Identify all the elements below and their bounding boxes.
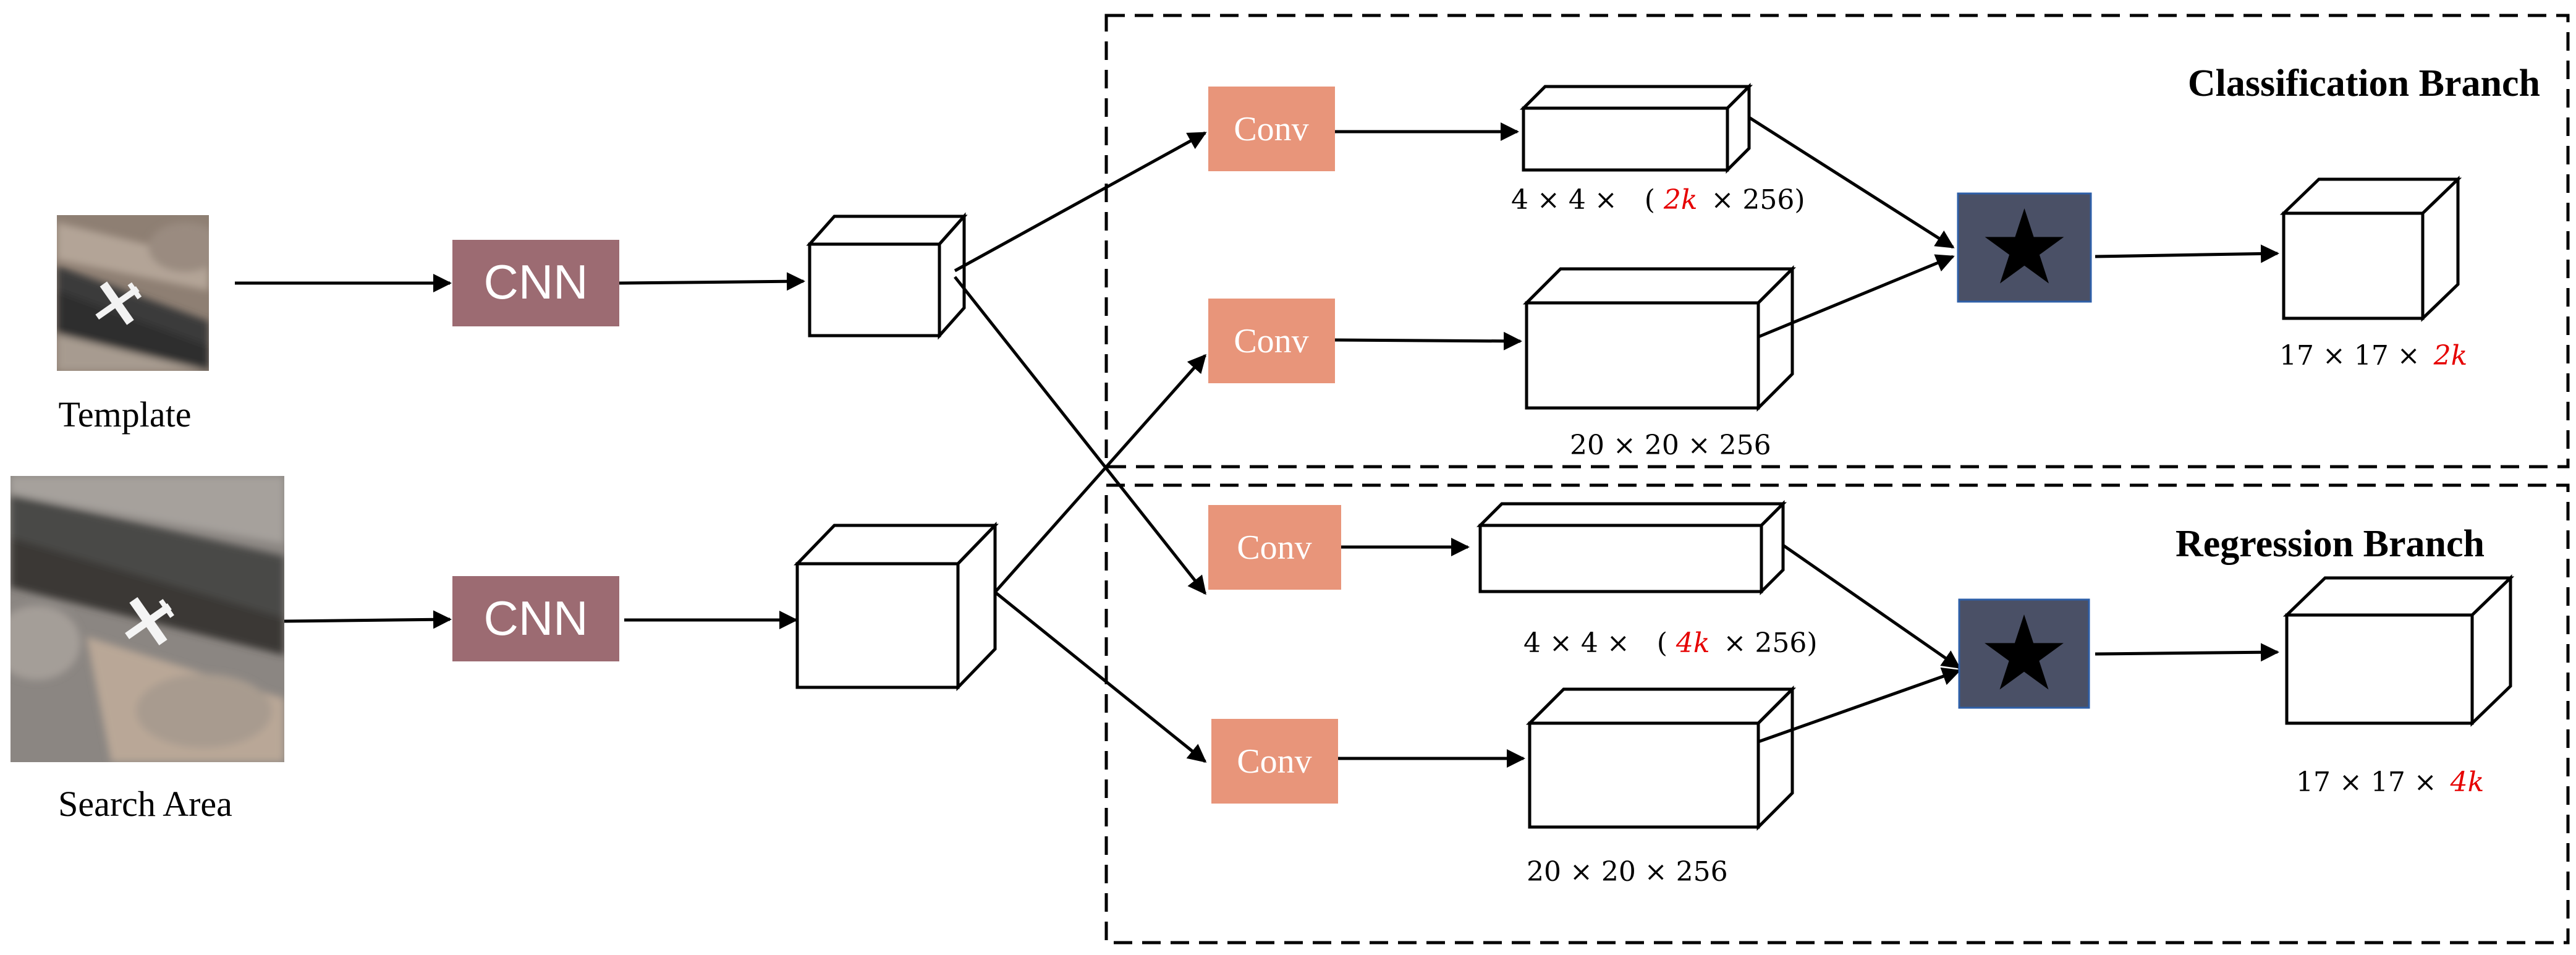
cnn-bottom-box: CNN xyxy=(452,576,619,661)
arrow-template-to-reg-conv xyxy=(954,276,1206,595)
reg-search-conv-label: Conv xyxy=(1237,742,1311,781)
cls-kernel-cube xyxy=(1519,82,1753,174)
arrow-search-to-cnn xyxy=(284,610,452,629)
cls-output-dim: 17 × 17 × 2k xyxy=(2279,340,2467,371)
cnn-top-label: CNN xyxy=(484,255,588,309)
reg-output-cube xyxy=(2282,574,2515,727)
reg-output-dim: 17 × 17 × 4k xyxy=(2296,766,2484,798)
reg-search-conv-box: Conv xyxy=(1211,719,1338,804)
regression-branch-title: Regression Branch xyxy=(2176,523,2485,565)
search-feature-cube xyxy=(794,521,999,692)
reg-kernel-cube xyxy=(1476,499,1787,596)
arrow-cls-kernel-to-star xyxy=(1748,116,1955,249)
search-area-image xyxy=(11,476,284,762)
arrow-cls-conv-to-search xyxy=(1334,331,1522,350)
reg-kernel-conv-box: Conv xyxy=(1208,505,1341,590)
template-image xyxy=(57,215,209,371)
cls-kernel-conv-label: Conv xyxy=(1234,110,1308,148)
arrow-search-to-cls-conv xyxy=(994,354,1206,593)
template-label: Template xyxy=(59,394,192,435)
star-icon xyxy=(1985,208,2064,284)
reg-search-cube xyxy=(1525,685,1797,831)
arrow-cnn-top-to-feature xyxy=(619,272,805,291)
reg-correlation-box xyxy=(1958,598,2090,709)
arrow-reg-kernel-to-star xyxy=(1782,543,1961,669)
arrow-template-to-cls-conv xyxy=(954,131,1207,273)
reg-kernel-dim: 4 × 4 × ( 4k × 256) xyxy=(1523,627,1818,659)
cnn-bottom-label: CNN xyxy=(484,591,588,645)
cls-search-cube xyxy=(1522,265,1797,412)
reg-search-dim: 20 × 20 × 256 xyxy=(1527,856,1728,888)
template-feature-cube xyxy=(806,212,968,340)
cls-kernel-dim: 4 × 4 × ( 2k × 256) xyxy=(1511,184,1805,216)
cls-kernel-conv-box: Conv xyxy=(1208,87,1335,171)
arrow-cls-star-to-output xyxy=(2095,244,2279,263)
cnn-top-box: CNN xyxy=(452,240,619,326)
cls-search-conv-label: Conv xyxy=(1234,322,1308,360)
arrow-search-to-reg-conv xyxy=(994,591,1207,763)
classification-branch-region xyxy=(1104,14,2570,469)
cls-correlation-box xyxy=(1957,192,2092,303)
arrow-reg-star-to-output xyxy=(2095,643,2279,662)
search-area-label: Search Area xyxy=(58,784,232,824)
cls-search-dim: 20 × 20 × 256 xyxy=(1570,430,1771,461)
cls-search-conv-box: Conv xyxy=(1208,299,1335,383)
regression-branch-region xyxy=(1104,483,2570,944)
cls-output-cube xyxy=(2279,176,2462,322)
star-icon xyxy=(1985,614,2064,690)
arrow-cls-search-to-star xyxy=(1758,254,1955,339)
reg-kernel-conv-label: Conv xyxy=(1237,528,1311,567)
classification-branch-title: Classification Branch xyxy=(2188,62,2540,104)
arrow-reg-search-to-star xyxy=(1758,667,1961,744)
